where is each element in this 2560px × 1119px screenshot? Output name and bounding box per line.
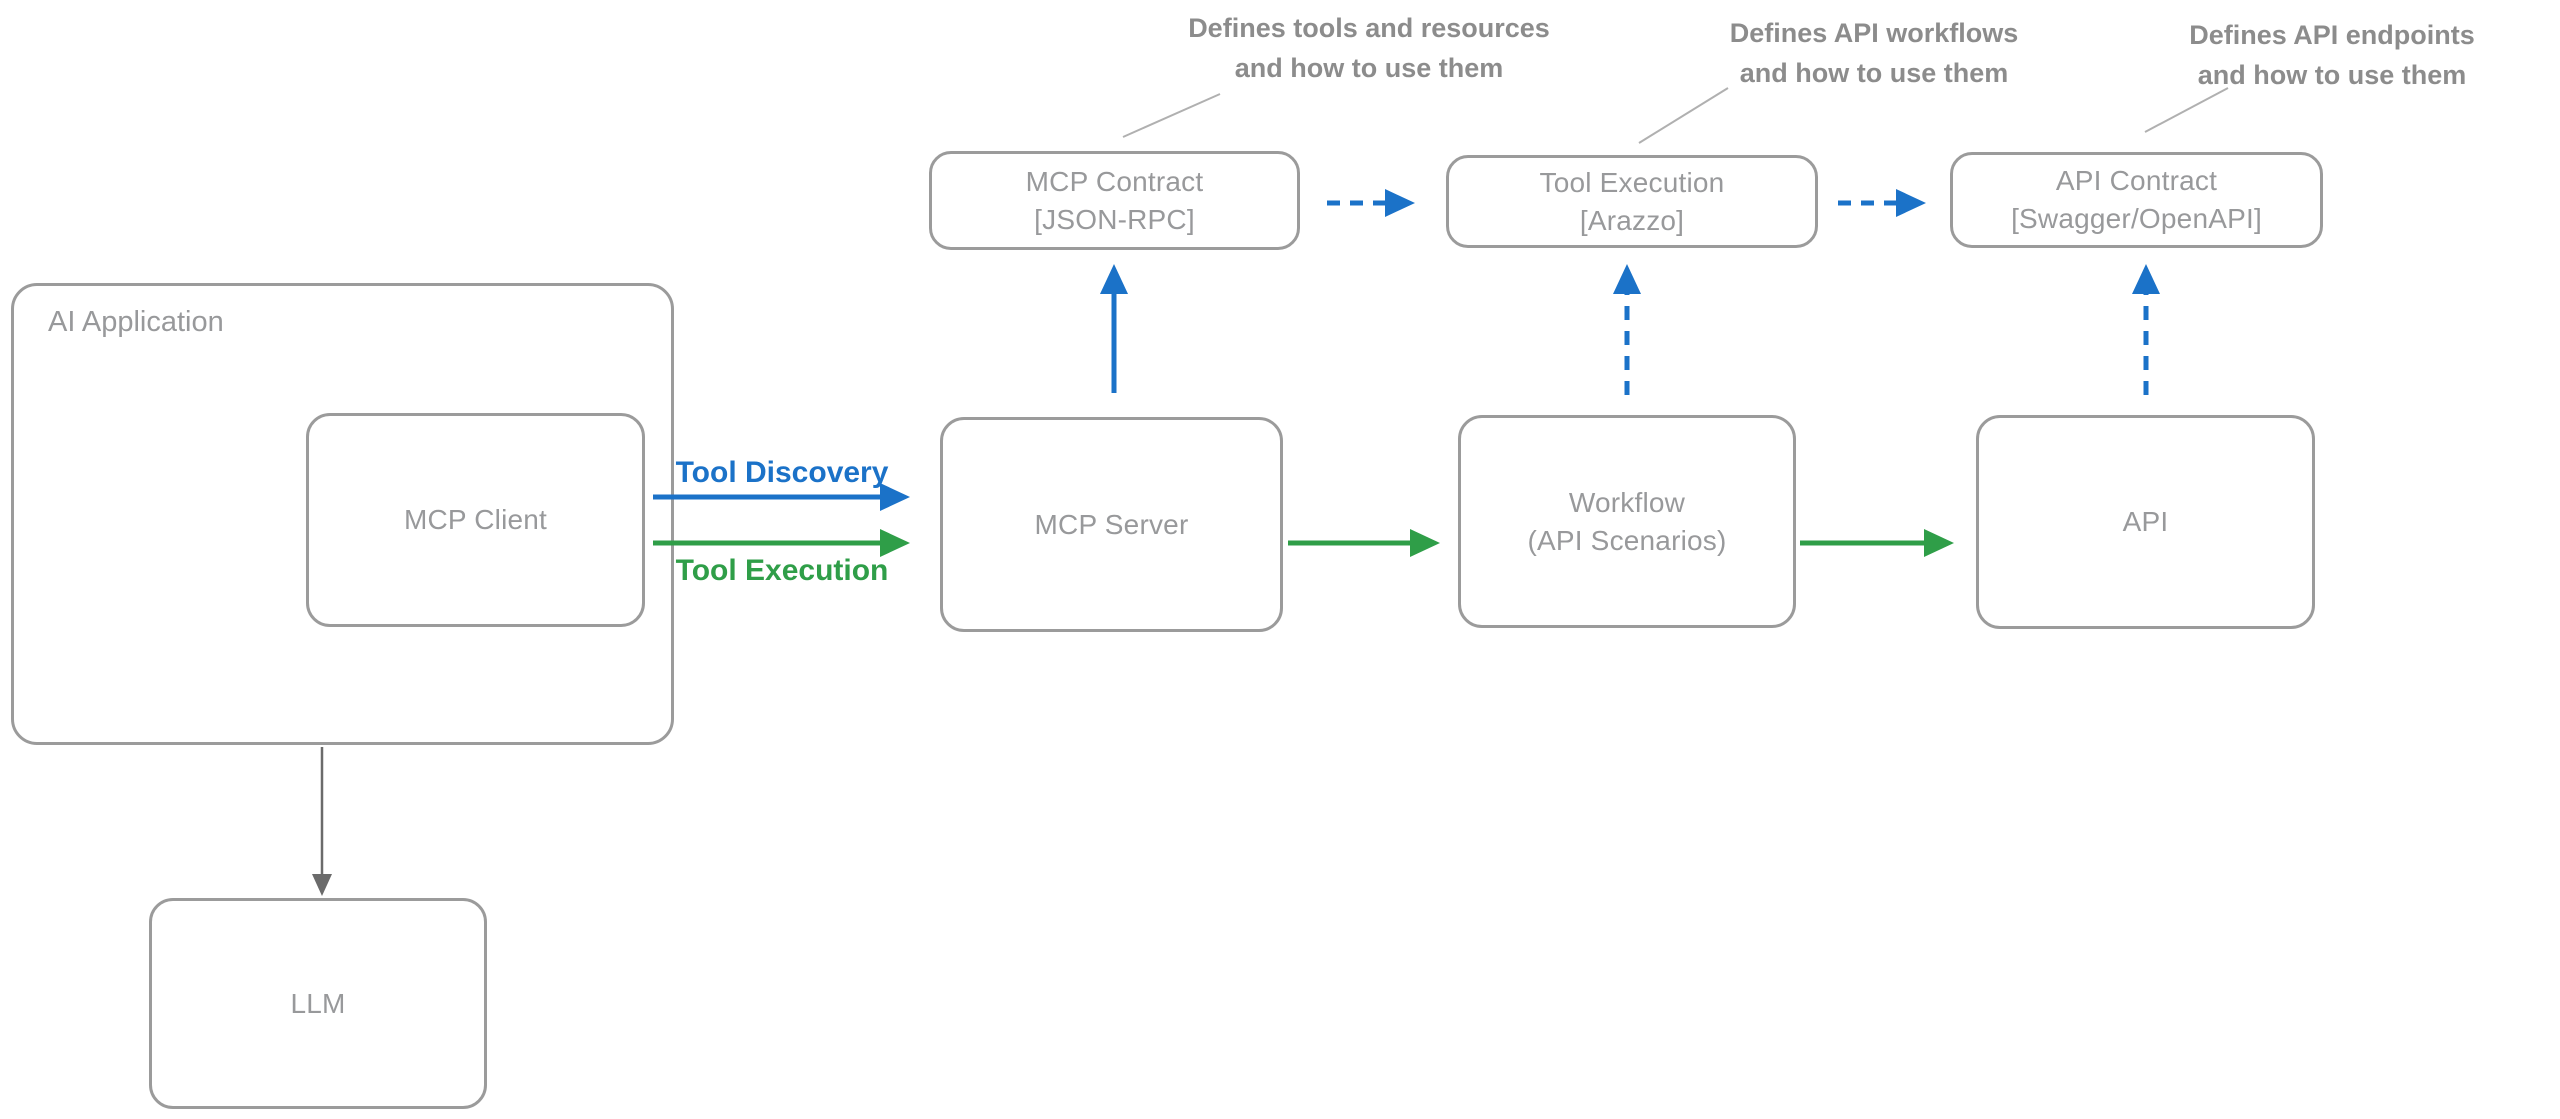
tool-execution-arrow <box>653 529 910 557</box>
node-label: MCP Contract <box>1025 165 1204 197</box>
container-ai-application-label: AI Application <box>48 306 224 338</box>
node-label: Workflow <box>1568 486 1686 518</box>
node-label: MCP Server <box>1034 508 1189 540</box>
server-to-workflow-arrow <box>1288 529 1440 557</box>
node-label: Tool Execution <box>1539 166 1725 198</box>
node-mcp-contract: MCP Contract [JSON-RPC] <box>929 151 1300 250</box>
workflow-to-api-arrow <box>1800 529 1954 557</box>
annotation-line: and how to use them <box>1234 53 1504 83</box>
node-label: (API Scenarios) <box>1527 524 1727 556</box>
server-to-contract-arrow <box>1100 264 1128 393</box>
tool-execution-label: Tool Execution <box>675 554 889 587</box>
contract-to-arazzo-arrow <box>1327 189 1415 217</box>
annotation-line: and how to use them <box>2197 60 2467 90</box>
annotation-line: Defines API workflows <box>1729 18 2019 48</box>
annotation-line: Defines tools and resources <box>1188 13 1550 43</box>
pointer-line-mcp-contract <box>1122 93 1221 138</box>
node-api: API <box>1976 415 2315 629</box>
tool-discovery-label: Tool Discovery <box>675 456 889 489</box>
node-llm: LLM <box>149 898 487 1109</box>
node-label: MCP Client <box>403 504 548 535</box>
node-label: LLM <box>290 987 346 1019</box>
node-label: [Swagger/OpenAPI] <box>2011 203 2262 234</box>
annotation-api-contract: Defines API endpoints and how to use the… <box>2189 15 2475 95</box>
annotation-tool-execution: Defines API workflows and how to use the… <box>1730 13 2019 93</box>
node-tool-execution-arazzo: Tool Execution [Arazzo] <box>1446 155 1818 248</box>
node-api-contract: API Contract [Swagger/OpenAPI] <box>1950 152 2323 248</box>
app-to-llm-arrow <box>312 747 332 896</box>
node-label: [Arazzo] <box>1579 204 1685 236</box>
arazzo-to-openapi-arrow <box>1838 189 1926 217</box>
node-label: API Contract <box>2055 165 2218 196</box>
node-mcp-server: MCP Server <box>940 417 1283 632</box>
node-mcp-client: MCP Client <box>306 413 645 627</box>
annotation-line: Defines API endpoints <box>2189 20 2475 50</box>
node-label: [JSON-RPC] <box>1034 203 1195 235</box>
node-workflow: Workflow (API Scenarios) <box>1458 415 1796 628</box>
workflow-to-arazzo-arrow <box>1613 264 1641 395</box>
pointer-line-tool-execution <box>1638 87 1729 144</box>
annotation-line: and how to use them <box>1739 58 2009 88</box>
api-to-openapi-arrow <box>2132 264 2160 395</box>
node-label: API <box>2122 506 2169 537</box>
annotation-mcp-contract: Defines tools and resources and how to u… <box>1188 8 1550 88</box>
